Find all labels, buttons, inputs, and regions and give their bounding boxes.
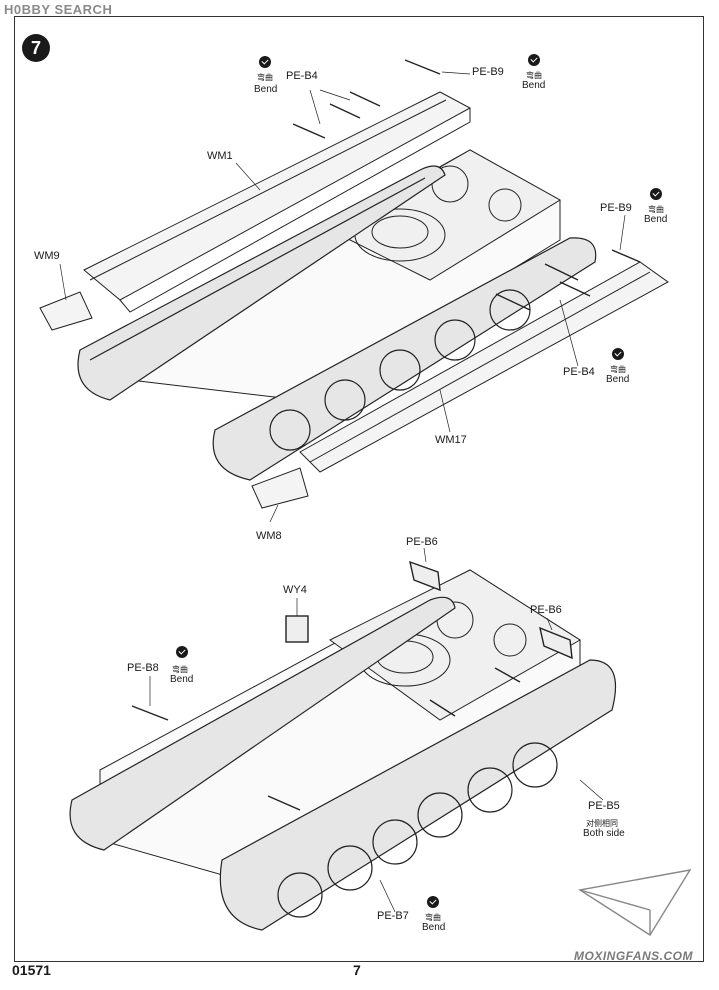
label-pe-b9-right: PE-B9 [600, 202, 632, 214]
bend-check-icon [259, 56, 271, 68]
bend-check-icon [650, 188, 662, 200]
bend-cn-4: 弯曲 [610, 365, 626, 374]
label-pe-b4-top: PE-B4 [286, 70, 318, 82]
label-wm17: WM17 [435, 434, 467, 446]
hobbysearch-watermark: H0BBY SEARCH [4, 2, 113, 17]
bend-cn-3: 弯曲 [648, 205, 664, 214]
part-wm8 [251, 467, 309, 509]
bend-en-2: Bend [522, 80, 546, 91]
track-right-bottom [219, 659, 617, 931]
bend-en-1: Bend [254, 84, 278, 95]
fender-wm17 [299, 261, 669, 473]
both-side-en: Both side [583, 828, 625, 839]
bend-check-icon [612, 348, 624, 360]
bend-en-b7: Bend [422, 922, 446, 933]
label-wy4: WY4 [283, 584, 307, 596]
bend-en-b8: Bend [170, 674, 194, 685]
both-side-cn: 对侧相同 [586, 819, 618, 828]
pe-parts-bottom [131, 560, 573, 811]
bend-cn-1: 弯曲 [257, 73, 273, 82]
label-pe-b7: PE-B7 [377, 910, 409, 922]
step-number-badge: 7 [22, 34, 50, 62]
bend-cn-b7: 弯曲 [425, 913, 441, 922]
product-code: 01571 [12, 962, 51, 978]
page-number: 7 [353, 962, 361, 978]
bend-check-icon [176, 646, 188, 658]
label-pe-b4-right: PE-B4 [563, 366, 595, 378]
track-right [212, 237, 597, 481]
part-wm9 [39, 291, 93, 331]
fender-wm1 [83, 91, 472, 313]
label-pe-b6-right: PE-B6 [530, 604, 562, 616]
bend-en-3: Bend [644, 214, 668, 225]
paper-plane-logo-icon [578, 869, 692, 936]
bend-check-icon [528, 54, 540, 66]
track-left-bottom [69, 596, 456, 851]
label-wm1: WM1 [207, 150, 233, 162]
label-pe-b6-top: PE-B6 [406, 536, 438, 548]
bend-en-4: Bend [606, 374, 630, 385]
bend-check-icon [427, 896, 439, 908]
track-left [77, 165, 446, 401]
moxingfans-watermark: MOXINGFANS.COM [574, 949, 694, 963]
bend-cn-2: 弯曲 [526, 71, 542, 80]
bend-cn-b8: 弯曲 [172, 665, 188, 674]
label-wm9: WM9 [34, 250, 60, 262]
label-pe-b9-top: PE-B9 [472, 66, 504, 78]
label-pe-b5: PE-B5 [588, 800, 620, 812]
label-wm8: WM8 [256, 530, 282, 542]
page-border [14, 16, 704, 962]
pe-parts-top [292, 59, 641, 311]
label-pe-b8: PE-B8 [127, 662, 159, 674]
